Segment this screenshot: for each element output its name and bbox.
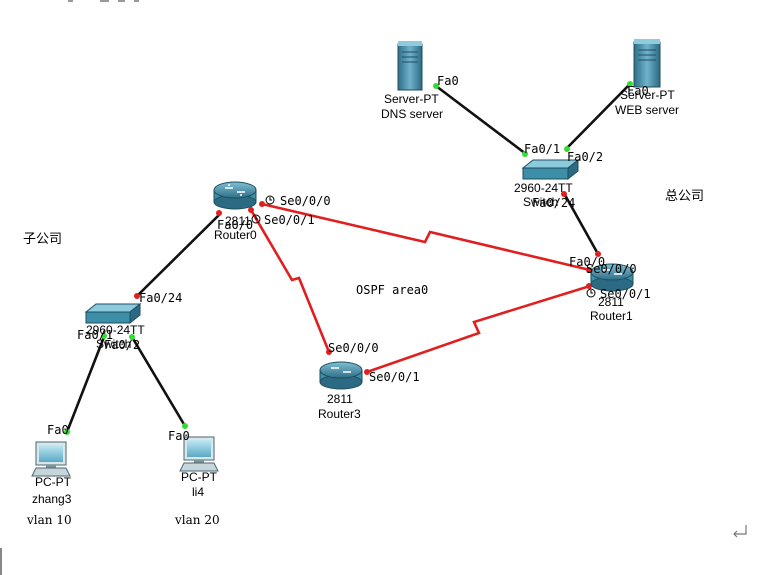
router0-type: 2811 — [225, 214, 251, 228]
clock-icon — [265, 195, 275, 205]
clock-icon — [586, 288, 596, 298]
switch-icon — [84, 302, 142, 325]
pc-zhang3-name: zhang3 — [32, 492, 72, 506]
port-label: Se0/0/1 — [264, 213, 315, 227]
branch-switch-type: 2960-24TT — [86, 323, 145, 337]
edge-mark — [0, 548, 2, 575]
web-server-type: Server-PT — [620, 88, 675, 102]
port-label: Fa0/1 — [524, 142, 560, 156]
dns-server[interactable]: Server-PT DNS server — [381, 41, 443, 121]
port-label: Fa0 — [47, 423, 69, 437]
branch-switch-name: Switch — [96, 337, 131, 351]
link-web-switch[interactable] — [565, 83, 631, 150]
link-switch-li4[interactable] — [130, 336, 187, 427]
hq-switch-type: 2960-24TT — [514, 181, 573, 195]
link-switch-router1[interactable] — [563, 194, 600, 255]
port-label: Se0/0/1 — [600, 287, 651, 301]
link-router3-router1[interactable] — [366, 284, 591, 374]
router1-name: Router1 — [590, 309, 633, 323]
link-router0-router1[interactable] — [261, 202, 591, 272]
dns-server-type: Server-PT — [384, 92, 439, 106]
server-icon — [397, 41, 423, 91]
router3[interactable]: 2811 Router3 — [318, 361, 363, 421]
link-dns-switch[interactable] — [435, 84, 527, 156]
port-label: Fa0 — [437, 74, 459, 88]
router1-type: 2811 — [598, 295, 624, 309]
branch-switch[interactable]: 2960-24TT Switch — [84, 302, 145, 351]
link-switch-zhang3[interactable] — [65, 336, 106, 433]
port-label: Fa0 — [168, 429, 190, 443]
hq-switch-name: Switch — [523, 195, 558, 209]
return-arrow-icon — [733, 525, 747, 538]
link-router0-router3[interactable] — [249, 209, 331, 353]
router-icon — [213, 181, 257, 210]
router3-type: 2811 — [327, 392, 353, 406]
port-label: Fa0/24 — [139, 291, 182, 305]
pc-li4-type: PC-PT — [181, 470, 218, 484]
port-label: Se0/0/0 — [328, 341, 379, 355]
ospf-area-label: OSPF area0 — [356, 283, 428, 297]
pc-icon — [31, 441, 71, 477]
dns-server-name: DNS server — [381, 107, 443, 121]
port-label: Fa0 — [627, 84, 649, 98]
pc-zhang3-type: PC-PT — [35, 475, 72, 489]
port-label: Se0/0/1 — [369, 370, 420, 384]
ethernet-links — [65, 83, 631, 433]
serial-links — [249, 202, 591, 374]
stray-marks — [68, 0, 139, 2]
headquarters-label: 总公司 — [665, 189, 704, 204]
pc-li4-vlan: vlan 20 — [174, 513, 220, 527]
router-icon — [319, 361, 363, 390]
router0-name: Router0 — [214, 228, 257, 242]
port-label: Fa0/0 — [569, 255, 605, 269]
port-label: Fa0/1 — [77, 328, 113, 342]
router0[interactable]: 2811 Router0 — [213, 181, 257, 242]
pc-zhang3-vlan: vlan 10 — [26, 513, 72, 527]
port-label: Se0/0/0 — [586, 262, 637, 276]
hq-switch[interactable]: 2960-24TT Switch — [514, 158, 580, 209]
port-label: Fa0/2 — [104, 338, 140, 352]
server-icon — [633, 39, 661, 88]
pc-zhang3[interactable]: PC-PT zhang3 vlan 10 — [26, 441, 72, 527]
pc-li4-name: li4 — [192, 485, 204, 499]
port-label: Fa0/24 — [532, 196, 575, 210]
router3-name: Router3 — [318, 407, 361, 421]
clock-icon — [251, 214, 261, 224]
pc-li4[interactable]: PC-PT li4 vlan 20 — [174, 436, 220, 527]
web-server-name: WEB server — [615, 103, 679, 117]
port-label: Fa0/2 — [567, 150, 603, 164]
switch-icon — [521, 158, 580, 181]
branch-office-label: 子公司 — [23, 232, 62, 247]
pc-icon — [179, 436, 219, 472]
web-server[interactable]: Server-PT WEB server — [615, 39, 679, 117]
port-label: Se0/0/0 — [280, 194, 331, 208]
router-icon — [590, 263, 634, 292]
router1[interactable]: 2811 Router1 — [590, 263, 634, 323]
link-status-dots — [64, 81, 633, 435]
link-router0-switch[interactable] — [135, 212, 222, 298]
port-labels: Fa0 Fa0 Fa0/1 Fa0/2 Fa0/24 Fa0/0 Se0/0/0… — [47, 74, 651, 443]
port-label: Fa0/0 — [217, 218, 253, 232]
